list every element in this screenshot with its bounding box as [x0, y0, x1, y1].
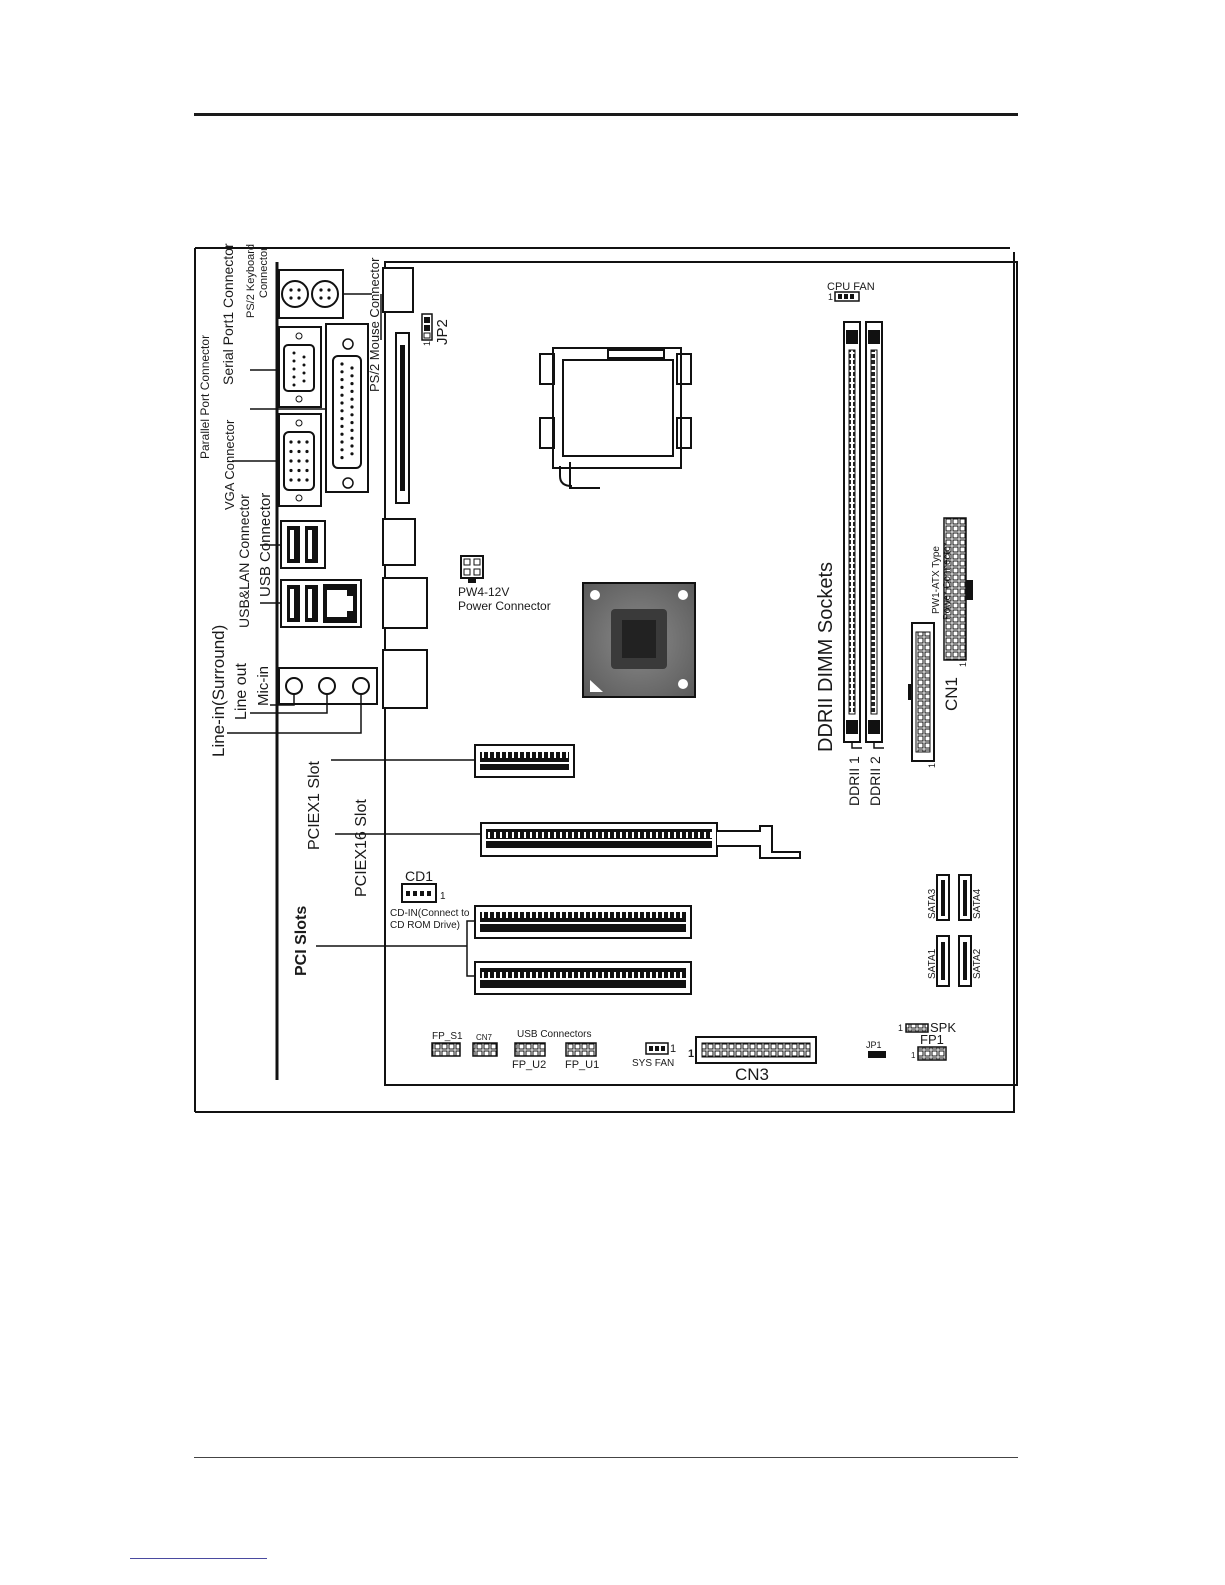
pw1-pin1-label: 1 — [958, 662, 968, 667]
pciex1-label: PCIEX1 Slot — [306, 761, 323, 850]
jp1-label: JP1 — [866, 1040, 882, 1050]
parallel-header — [380, 294, 410, 504]
fp1-pin1-label: 1 — [911, 1051, 916, 1060]
line-in-label: Line-in(Surround) — [209, 625, 228, 757]
cpu-fan-header — [834, 291, 860, 302]
cd1-label: CD1 — [405, 868, 433, 884]
usb-port — [260, 520, 326, 569]
diagram-frame — [194, 247, 1015, 1113]
cd-in-label-2: CD ROM Drive) — [390, 920, 460, 931]
serial-port — [250, 326, 322, 408]
pw4-label-2: Power Connector — [458, 599, 551, 613]
ps2-connector — [278, 269, 372, 319]
ddr-slots — [843, 321, 884, 749]
sys-fan-label: SYS FAN — [632, 1058, 674, 1069]
pci-slot-2 — [474, 961, 692, 995]
cn3-pin1-label: 1 — [688, 1048, 694, 1060]
cn3-label: CN3 — [735, 1065, 769, 1084]
jp2-label: JP2 — [434, 319, 451, 345]
spk-label: SPK — [930, 1020, 956, 1035]
usb-lan-label: USB&LAN Connector — [236, 494, 252, 628]
parallel-port-label: Parallel Port Connector — [198, 335, 212, 459]
fp1-label: FP1 — [920, 1032, 944, 1047]
mic-in-label: Mic-in — [255, 666, 272, 706]
ps2-mouse-label: PS/2 Mouse Connector — [367, 257, 382, 392]
pw1-atx-connector — [943, 517, 973, 661]
pciex16-slot — [335, 822, 801, 859]
pci-slot-1 — [474, 905, 692, 939]
fp-u1-label: FP_U1 — [565, 1059, 599, 1071]
fp-s1-label: FP_S1 — [432, 1031, 463, 1042]
sata2-label: SATA2 — [972, 948, 983, 979]
jp2-jumper — [421, 313, 433, 341]
parallel-port — [250, 323, 369, 493]
usb-label: USB Connector — [257, 493, 274, 597]
cpu-fan-label: CPU FAN — [827, 281, 875, 293]
pw1-label: PW1-ATX Type — [931, 546, 942, 614]
ddr-sockets-label: DDRII DIMM Sockets — [815, 562, 837, 752]
ddr1-label: DDRII 1 — [846, 756, 862, 806]
ps2-keyboard-label: PS/2 Keyboard — [245, 244, 257, 318]
cn1-ide-connector — [908, 622, 935, 762]
vga-label: VGA Connector — [222, 419, 237, 510]
labels: PS/2 Keyboard Connector Parallel Port Co… — [198, 243, 983, 1084]
pw1-label-2: Power Connector — [942, 542, 953, 620]
pw4-label: PW4-12V — [458, 585, 509, 599]
cpu-socket — [539, 347, 692, 489]
sys-fan-pin1-label: 1 — [670, 1043, 676, 1055]
spk-pin1-label: 1 — [898, 1023, 903, 1033]
board-edge-boxes — [382, 267, 428, 709]
header-rule — [194, 113, 1018, 116]
pciex16-label: PCIEX16 Slot — [353, 799, 370, 897]
ddr2-label: DDRII 2 — [867, 756, 883, 806]
cd1-header — [401, 883, 437, 903]
northbridge-chip — [582, 582, 696, 698]
serial-port-label: Serial Port1 Connector — [220, 243, 236, 385]
footer-rule — [194, 1457, 1018, 1458]
line-out-label: Line out — [233, 663, 250, 720]
cn7-label: CN7 — [476, 1033, 493, 1042]
audio-jacks — [227, 667, 378, 734]
pciex1-slot — [331, 744, 575, 778]
cd1-pin1-label: 1 — [440, 891, 446, 902]
usb-connectors-label: USB Connectors — [517, 1029, 591, 1040]
sata-connectors — [936, 874, 972, 987]
cd-in-label: CD-IN(Connect to — [390, 908, 470, 919]
pci-slots-label: PCI Slots — [293, 906, 310, 976]
sata1-label: SATA1 — [927, 948, 938, 979]
fp-u2-label: FP_U2 — [512, 1059, 546, 1071]
sata3-label: SATA3 — [927, 888, 938, 919]
vga-port — [232, 413, 322, 507]
jp2-pin1-label: 1 — [422, 341, 432, 346]
sata4-label: SATA4 — [972, 888, 983, 919]
front-panel-headers — [431, 1023, 947, 1064]
cpu-fan-pin1-label: 1 — [828, 292, 833, 302]
cn1-label: CN1 — [942, 677, 961, 711]
footer-link-underline — [130, 1558, 267, 1559]
usb-lan-port — [260, 579, 362, 628]
ps2-keyboard-label-2: Connector — [258, 247, 270, 298]
pw4-12v-connector — [460, 555, 484, 583]
cn1-pin1-label: 1 — [927, 763, 937, 768]
